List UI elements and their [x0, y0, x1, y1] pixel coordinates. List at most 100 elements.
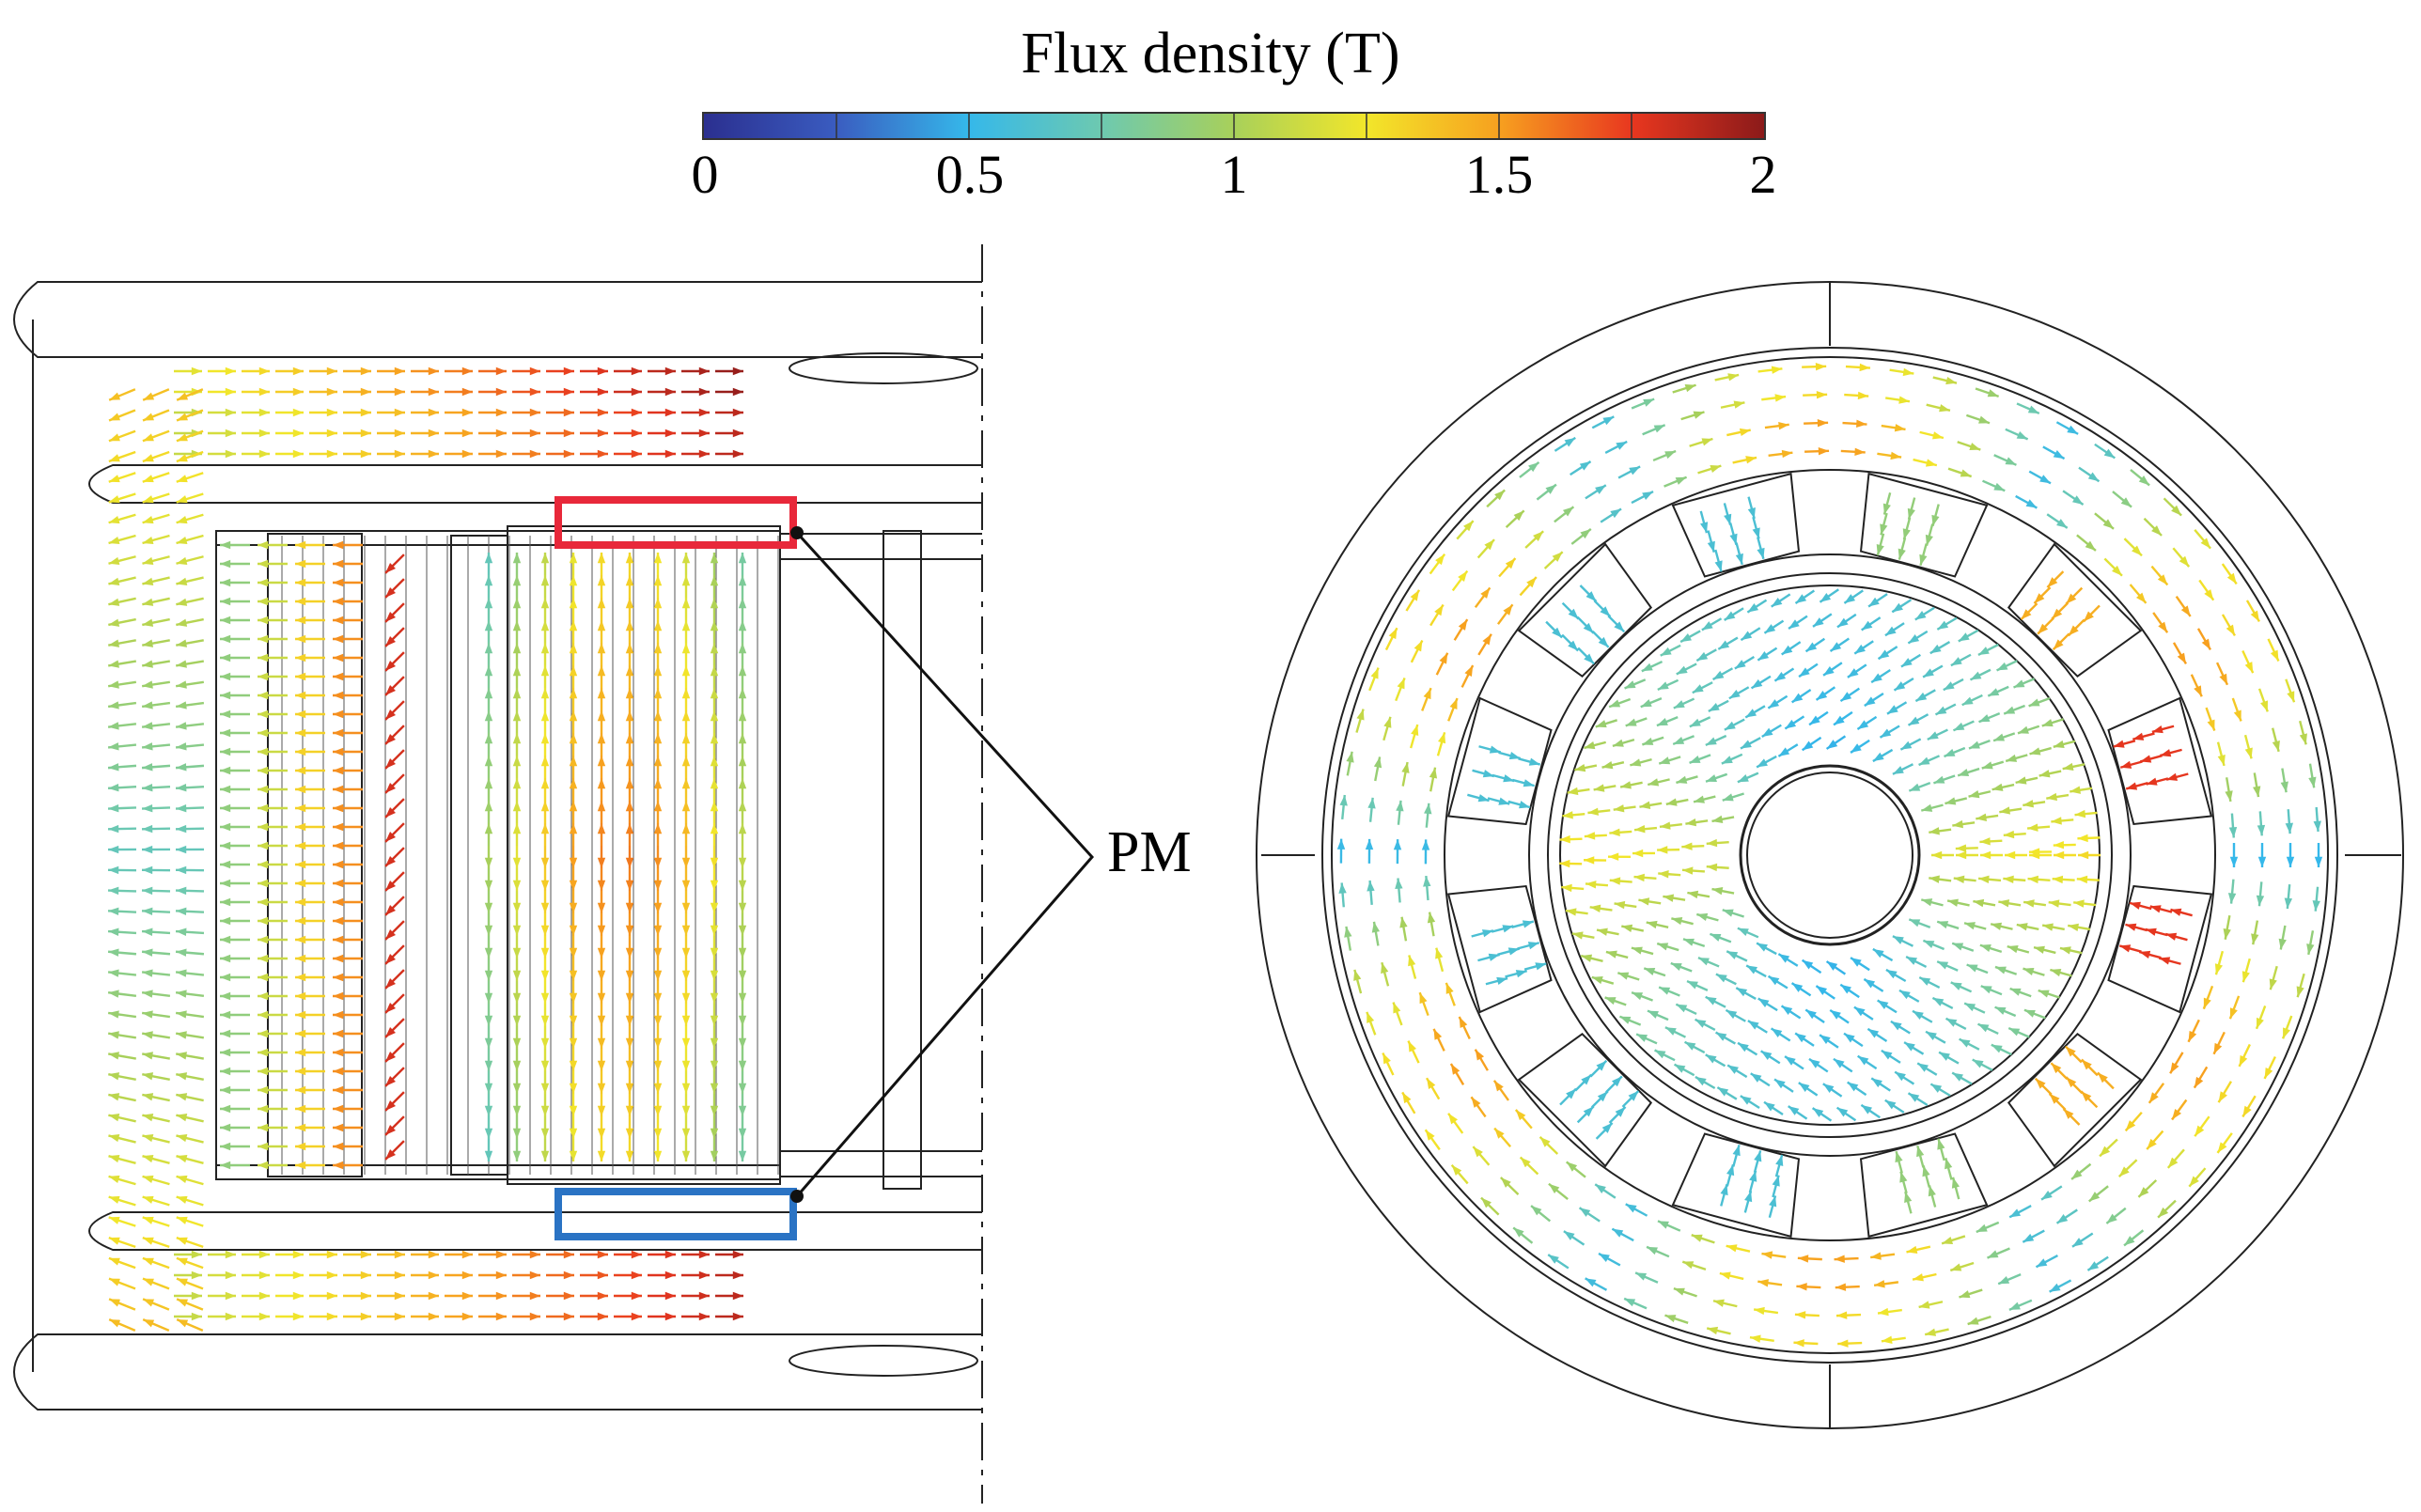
- field-arrow-head: [1752, 527, 1760, 539]
- field-arrow-head: [1747, 507, 1756, 519]
- field-arrow-head: [529, 408, 540, 417]
- field-arrow-head: [1515, 1109, 1526, 1121]
- field-arrow-head: [681, 598, 691, 609]
- field-arrow-head: [529, 366, 540, 376]
- field-arrow-head: [698, 1270, 710, 1280]
- field-arrow-head: [2244, 662, 2254, 674]
- field-arrow-head: [597, 1250, 608, 1259]
- field-arrow-head: [681, 756, 691, 767]
- field-arrow-head: [333, 709, 344, 719]
- field-arrow-head: [1932, 431, 1944, 440]
- field-arrow-head: [394, 408, 405, 417]
- field-arrow-head: [1673, 700, 1685, 709]
- field-arrow-head: [142, 1216, 154, 1224]
- field-arrow-head: [1854, 644, 1866, 654]
- field-arrow-head: [333, 991, 344, 1001]
- field-arrow-head: [738, 992, 747, 1004]
- field-arrow-head: [1871, 673, 1882, 683]
- field-arrow-head: [1631, 946, 1643, 955]
- radial-field-arrows: [1336, 363, 2323, 1348]
- field-arrow-head: [1951, 1177, 1960, 1189]
- field-arrow-head: [109, 1299, 121, 1307]
- field-arrow-head: [681, 992, 691, 1004]
- field-arrow-head: [625, 643, 634, 654]
- field-arrow-head: [2065, 1046, 2076, 1057]
- field-arrow-head: [2049, 1093, 2060, 1104]
- field-arrow-head: [631, 429, 642, 438]
- field-arrow-head: [258, 578, 269, 587]
- field-arrow-head: [1539, 1136, 1551, 1147]
- field-arrow-head: [1950, 657, 1962, 666]
- field-arrow-head: [2068, 923, 2079, 931]
- field-arrow-head: [569, 947, 578, 959]
- field-arrow-head: [1687, 890, 1699, 899]
- field-arrow-head: [1895, 1151, 1903, 1163]
- field-arrow-head: [1952, 819, 1963, 829]
- stator-tooth: [1446, 696, 1553, 826]
- field-arrow-head: [540, 643, 550, 654]
- field-arrow-head: [2053, 740, 2065, 749]
- field-arrow-head: [2287, 691, 2295, 703]
- field-arrow-head: [1960, 469, 1972, 477]
- field-arrow-head: [333, 672, 344, 681]
- field-arrow-head: [333, 879, 344, 888]
- field-arrow-head: [1761, 727, 1773, 738]
- field-arrow-head: [681, 823, 691, 834]
- field-arrow-head: [569, 733, 578, 744]
- field-arrow-head: [1579, 461, 1591, 471]
- field-arrow-head: [1781, 645, 1793, 655]
- field-arrow-head: [2100, 1146, 2111, 1157]
- field-arrow-head: [2053, 449, 2065, 460]
- field-arrow-head: [1448, 1113, 1459, 1125]
- field-arrow-head: [1367, 880, 1375, 892]
- field-arrow-head: [597, 756, 606, 767]
- field-arrow-head: [2049, 1283, 2061, 1292]
- field-arrow-head: [1834, 715, 1845, 725]
- field-arrow-head: [710, 857, 719, 868]
- field-arrow-head: [142, 763, 153, 772]
- field-arrow-head: [108, 1010, 119, 1019]
- field-arrow-head: [333, 597, 344, 606]
- field-arrow-head: [710, 1128, 719, 1139]
- field-arrow-head: [394, 1250, 405, 1259]
- field-arrow-head: [1621, 924, 1633, 932]
- field-arrow-head: [1816, 391, 1828, 399]
- field-arrow-head: [495, 429, 507, 438]
- field-arrow-head: [1761, 1251, 1773, 1259]
- field-arrow-head: [710, 688, 719, 699]
- field-arrow-head: [512, 1128, 522, 1139]
- field-arrow-head: [1600, 606, 1611, 617]
- field-arrow-head: [597, 408, 608, 417]
- field-arrow-head: [1396, 800, 1404, 812]
- field-arrow-head: [2042, 923, 2054, 931]
- field-arrow-head: [1503, 774, 1515, 783]
- field-arrow-head: [2158, 1207, 2169, 1218]
- field-arrow-head: [394, 449, 405, 459]
- field-arrow-head: [1902, 528, 1911, 540]
- field-arrow-head: [1639, 801, 1651, 809]
- field-arrow-head: [176, 618, 188, 627]
- field-arrow-head: [1528, 757, 1540, 766]
- field-arrow-head: [1880, 728, 1892, 738]
- field-arrow-head: [142, 969, 153, 977]
- field-arrow-head: [710, 1037, 719, 1049]
- field-arrow-head: [1727, 373, 1740, 382]
- field-arrow-head: [1707, 1326, 1719, 1335]
- field-arrow-head: [698, 1250, 710, 1259]
- field-arrow-head: [108, 660, 119, 668]
- field-arrow-head: [1732, 1145, 1741, 1157]
- field-arrow-head: [1885, 969, 1898, 979]
- field-arrow-head: [597, 553, 606, 564]
- field-arrow-head: [1629, 466, 1641, 475]
- field-arrow-head: [2021, 609, 2032, 620]
- field-arrow-head: [1641, 662, 1653, 672]
- field-arrow-head: [512, 575, 522, 586]
- field-arrow-head: [484, 778, 493, 789]
- field-arrow-head: [681, 880, 691, 891]
- field-arrow-head: [1659, 987, 1671, 995]
- field-arrow-head: [1945, 1018, 1958, 1027]
- field-arrow-head: [732, 366, 743, 376]
- field-arrow-head: [2056, 519, 2068, 528]
- field-arrow-head: [1636, 1034, 1648, 1042]
- field-arrow-head: [2146, 777, 2158, 786]
